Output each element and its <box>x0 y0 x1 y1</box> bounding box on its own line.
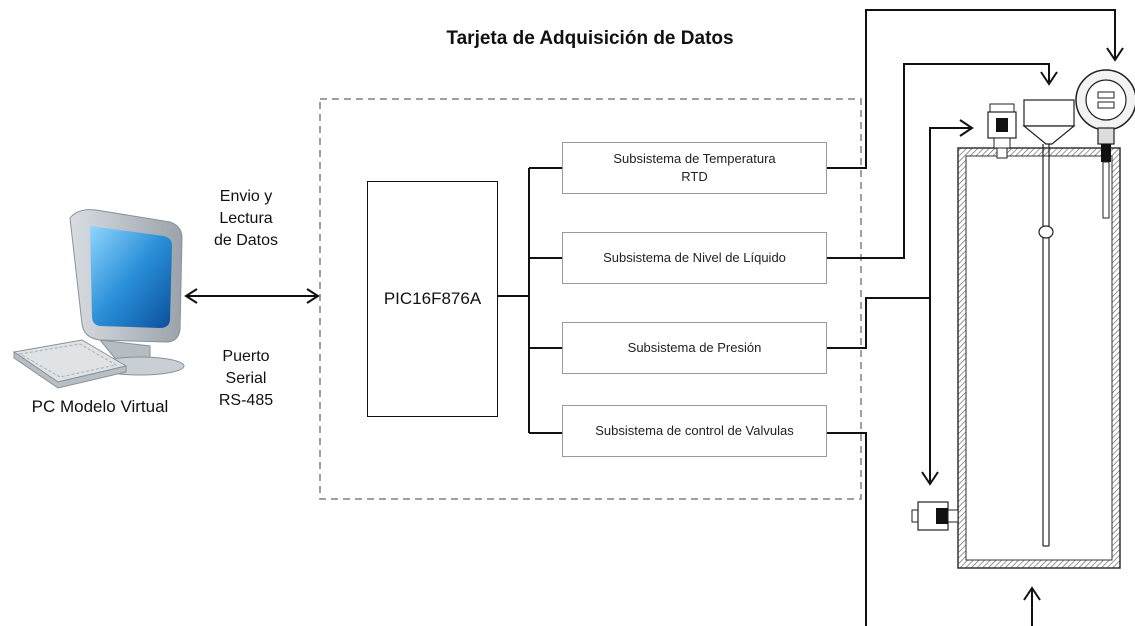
subsystem-temperature-label: Subsistema de Temperatura <box>613 151 776 166</box>
link-label-top: Envio y Lectura de Datos <box>213 188 279 249</box>
link-label-bottom: Puerto Serial RS-485 <box>218 348 274 409</box>
pressure-signal-line <box>827 297 931 482</box>
level-probe-icon <box>1022 99 1076 547</box>
subsystem-pressure-label: Subsistema de Presión <box>627 340 762 355</box>
subsystem-level-label: Subsistema de Nivel de Líquido <box>603 250 786 265</box>
pc-keyboard-icon <box>12 339 128 389</box>
top-sensor-icon <box>987 103 1017 159</box>
subsystem-temperature-sublabel: RTD <box>681 169 708 184</box>
side-pressure-sensor-icon <box>911 501 959 531</box>
pic-microcontroller-box: PIC16F876A <box>367 181 498 417</box>
subsystem-temperature-box: Subsistema de Temperatura RTD <box>562 142 827 194</box>
subsystem-valves-box: Subsistema de control de Valvulas <box>562 405 827 457</box>
pic-label: PIC16F876A <box>383 289 482 308</box>
valve-signal-line <box>827 432 867 626</box>
pc-label: PC Modelo Virtual <box>31 397 169 416</box>
daq-card-border <box>319 98 862 500</box>
subsystem-pressure-box: Subsistema de Presión <box>562 322 827 374</box>
subsystem-valves-label: Subsistema de control de Valvulas <box>595 423 794 438</box>
level-signal-line <box>827 63 1050 259</box>
rtd-sensor-icon <box>1075 69 1135 219</box>
temperature-signal-line <box>827 9 1116 169</box>
subsystem-level-box: Subsistema de Nivel de Líquido <box>562 232 827 284</box>
diagram-title: Tarjeta de Adquisición de Datos <box>446 28 734 49</box>
tank-drawing <box>957 147 1121 569</box>
